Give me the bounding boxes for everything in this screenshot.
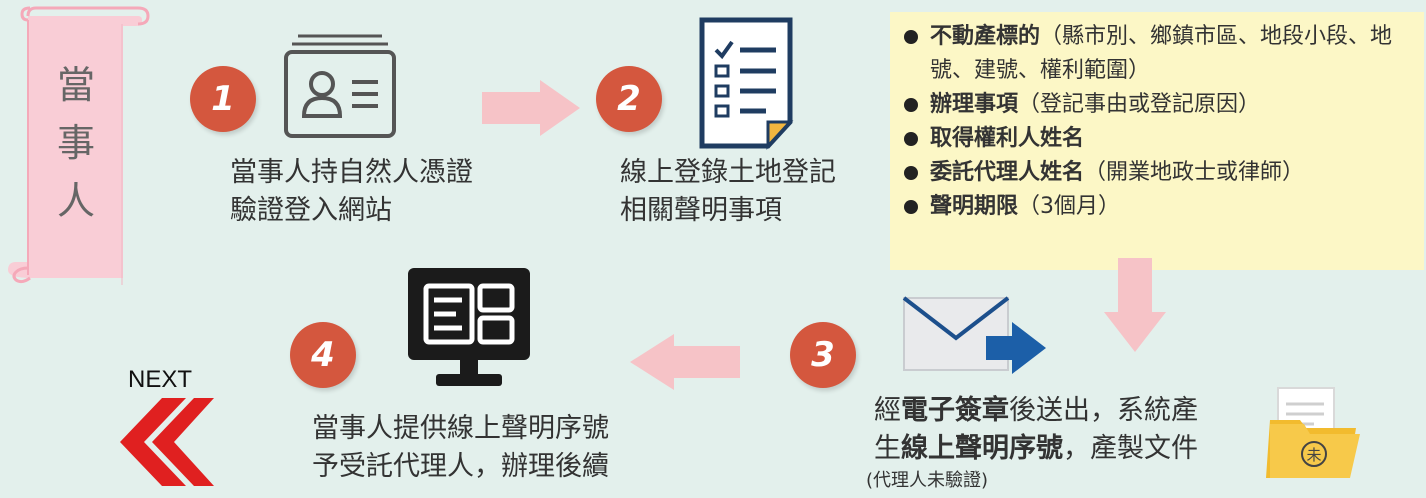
declaration-item: 委託代理人姓名（開業地政士或律師） [900,156,1414,190]
step-2-text: 線上登錄土地登記 相關聲明事項 [620,154,836,230]
arrow-left-icon [630,334,740,390]
declaration-item: 取得權利人姓名 [900,122,1414,156]
declaration-item: 辦理事項（登記事由或登記原因） [900,88,1414,122]
arrow-right-icon [482,80,580,136]
next-label[interactable]: NEXT [128,366,193,393]
checklist-icon [699,17,794,150]
party-label: 當 事 人 [38,56,114,230]
party-char-2: 事 [56,121,95,165]
party-char-1: 當 [56,63,95,107]
party-scroll [8,6,150,285]
email-send-icon [902,296,1046,374]
step-3-badge: 3 [790,322,856,388]
step-4-line2: 予受託代理人，辦理後續 [312,451,609,482]
party-char-3: 人 [56,179,95,223]
step-4-badge: 4 [290,322,356,388]
step-2-line2: 相關聲明事項 [620,195,782,226]
step-3-note: (代理人未驗證) [866,470,989,491]
step-1-line2: 驗證登入網站 [230,195,392,226]
declaration-item: 不動產標的（縣市別、鄉鎮市區、地段小段、地號、建號、權利範圍） [900,20,1414,88]
step-3-line2: 生線上聲明序號，產製文件 [874,433,1198,464]
declaration-item: 聲明期限（3個月） [900,190,1414,224]
step-1-text: 當事人持自然人憑證 驗證登入網站 [230,154,473,230]
step-3-text: 經電子簽章後送出，系統產 生線上聲明序號，產製文件 [874,392,1198,468]
declaration-items-list: 不動產標的（縣市別、鄉鎮市區、地段小段、地號、建號、權利範圍） 辦理事項（登記事… [890,12,1424,224]
step-4-text: 當事人提供線上聲明序號 予受託代理人，辦理後續 [312,410,609,486]
id-card-icon [284,34,396,138]
step-3-line1: 經電子簽章後送出，系統產 [874,395,1198,426]
step-2-badge: 2 [596,66,662,132]
arrow-down-icon [1104,258,1166,352]
document-folder-icon: 未 [1266,387,1360,478]
double-chevron-left-icon[interactable] [116,396,216,488]
monitor-icon [408,268,530,386]
step-1-badge: 1 [190,66,256,132]
step-4-line1: 當事人提供線上聲明序號 [312,413,609,444]
step-1-line1: 當事人持自然人憑證 [230,157,473,188]
declaration-items-box: 不動產標的（縣市別、鄉鎮市區、地段小段、地號、建號、權利範圍） 辦理事項（登記事… [890,12,1424,270]
folder-stamp: 未 [1306,446,1321,464]
step-2-line1: 線上登錄土地登記 [620,157,836,188]
